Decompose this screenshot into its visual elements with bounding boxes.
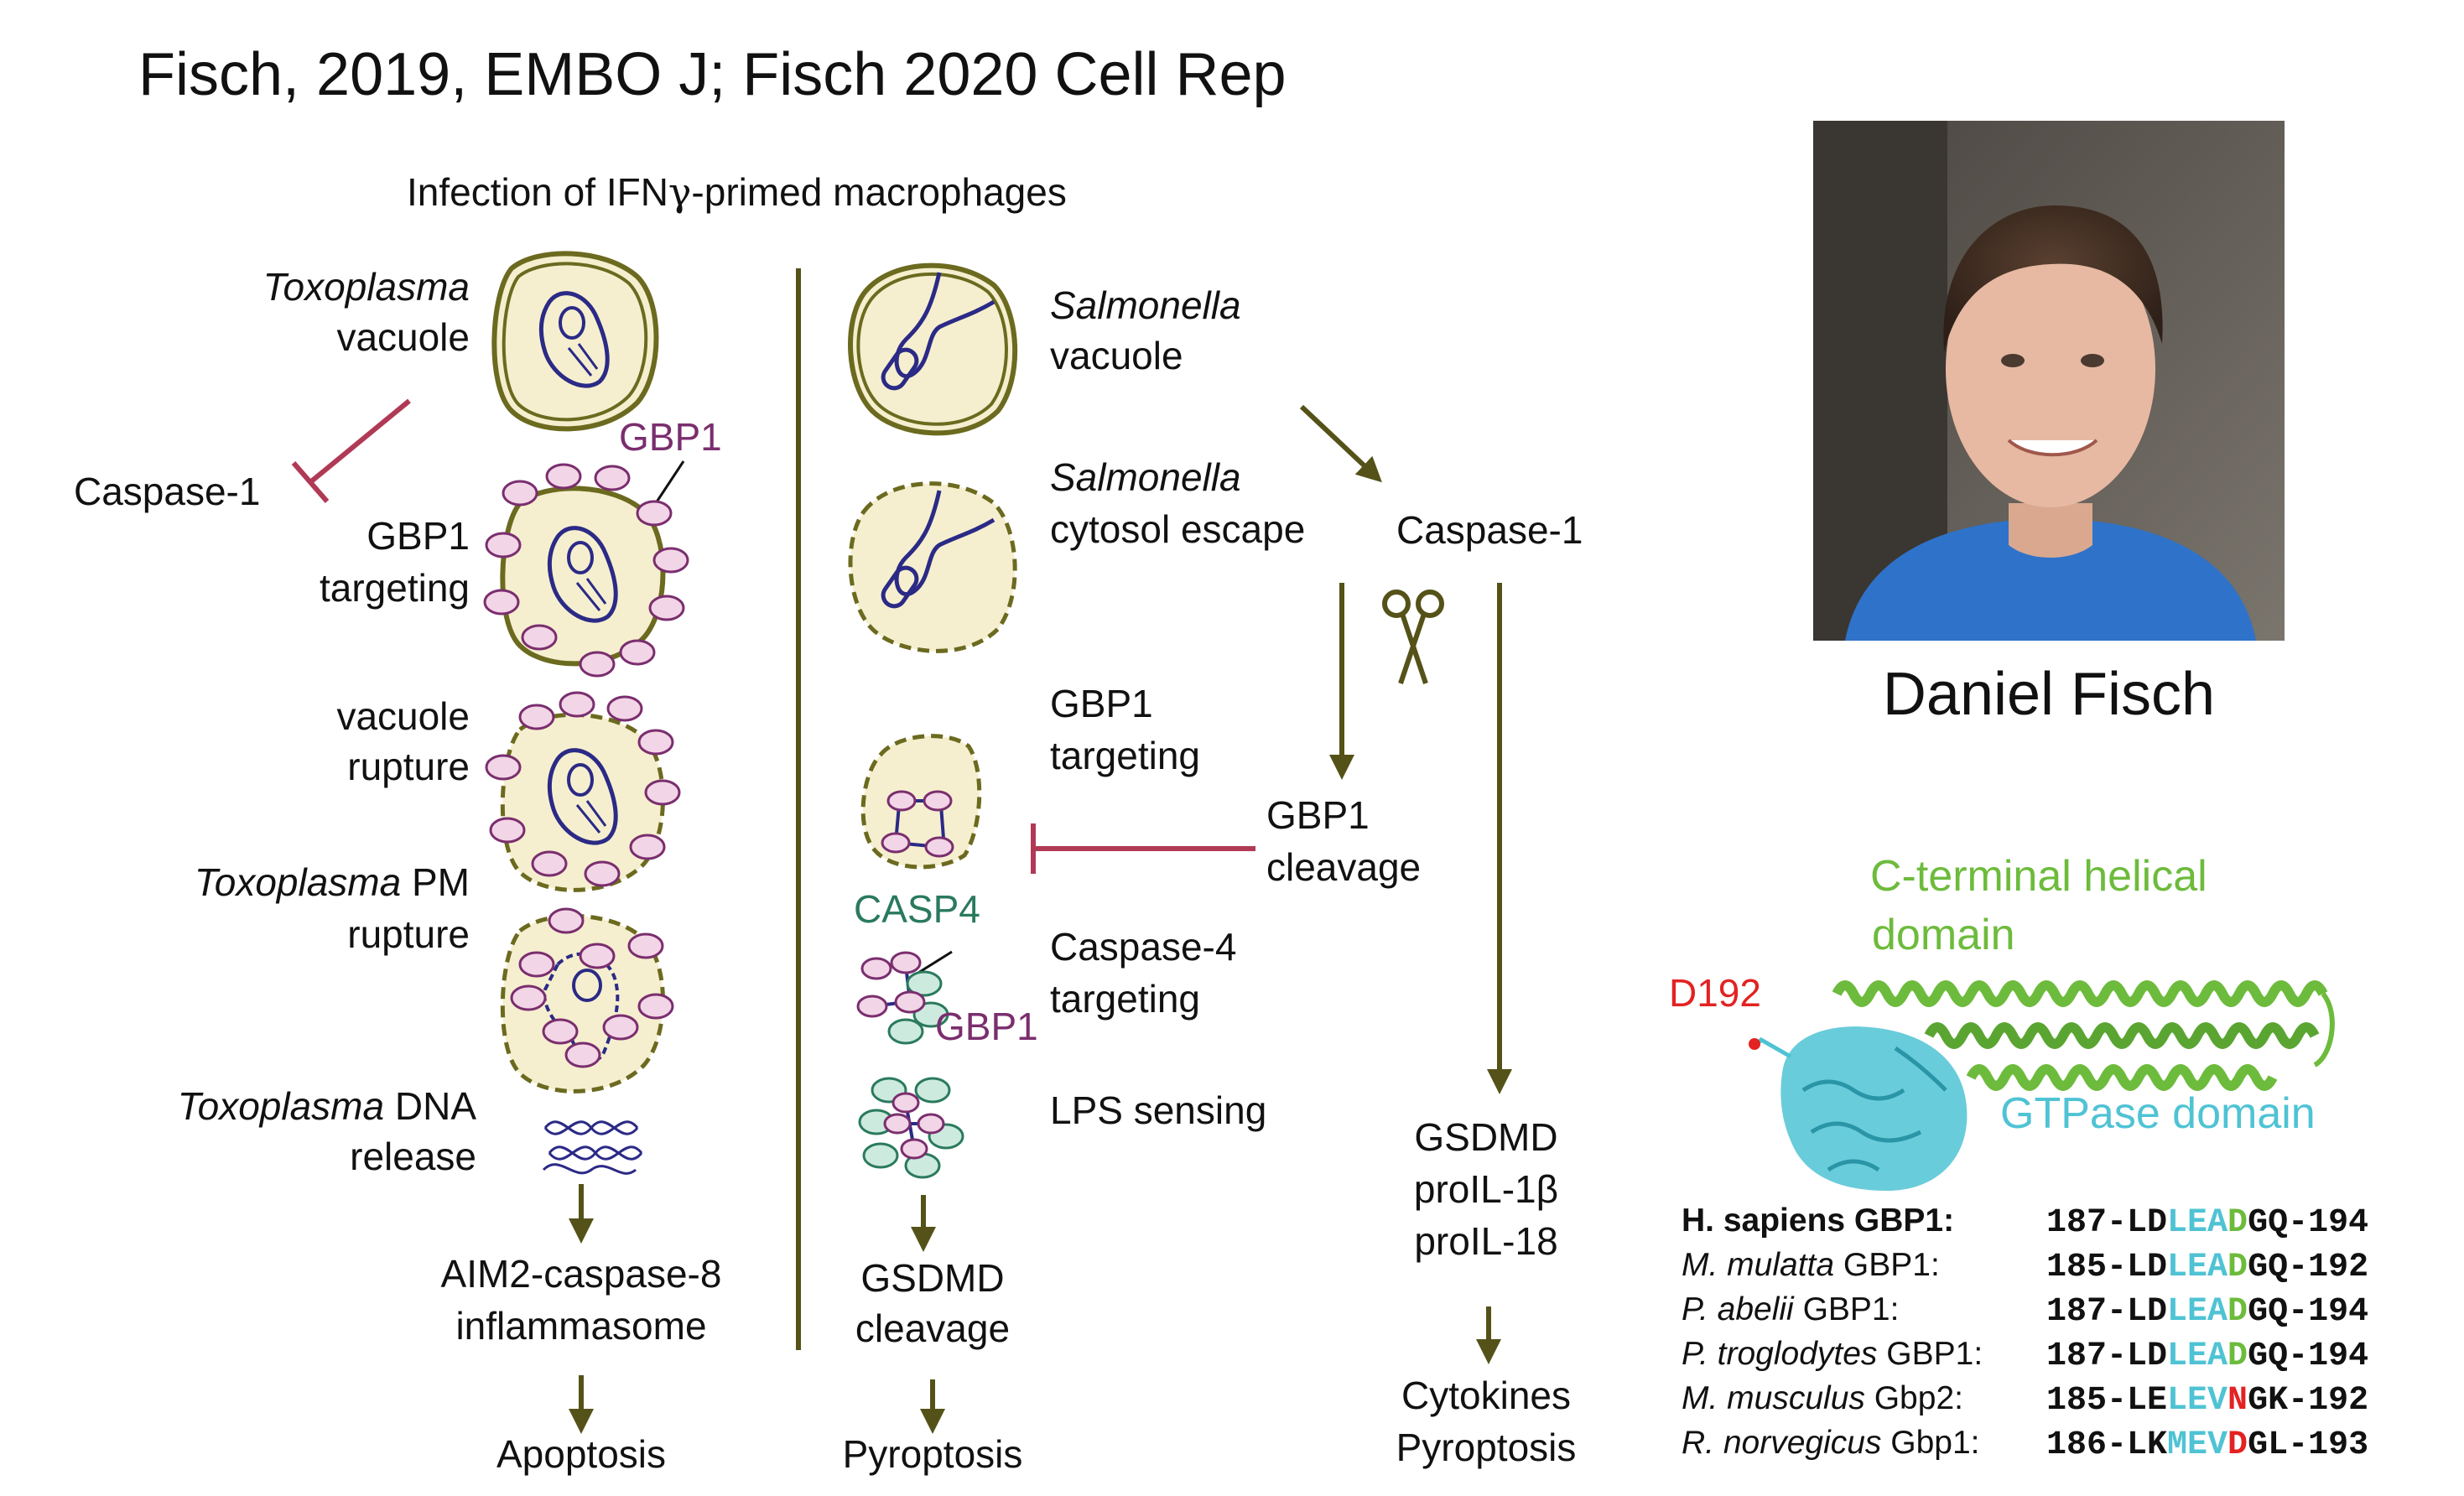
toxo-gbp1-tag: GBP1: [619, 415, 722, 459]
salm-vacuole-label-2: vacuole: [1050, 334, 1183, 377]
toxo-rupture-label: vacuole: [336, 694, 470, 738]
gbp1-cleavage-label-2: cleavage: [1266, 845, 1421, 889]
structure-d192-label: D192: [1669, 971, 1761, 1015]
salm-pyroptosis-label: Pyroptosis: [843, 1432, 1023, 1476]
salm-escape-label-2: cytosol escape: [1050, 507, 1305, 551]
alignment-species: M. musculus Gbp2:: [1682, 1380, 1963, 1416]
structure-cterm-label: C-terminal helical: [1870, 852, 2207, 901]
substrate-proil1b: proIL-1β: [1414, 1167, 1558, 1211]
toxo-dna-release-label-2: release: [350, 1135, 476, 1178]
alignment-sequence: 187-LDLEADGQ-194: [2046, 1293, 2368, 1331]
salm-casp4-tag: CASP4: [854, 887, 980, 931]
toxo-gbp1-pointer: [654, 460, 685, 504]
toxo-gbp1-targeting-label-2: targeting: [320, 566, 470, 610]
gbp1-structure-icon: [1749, 980, 2335, 1191]
substrate-gsdmd: GSDMD: [1414, 1115, 1557, 1159]
person-name: Daniel Fisch: [1883, 661, 2215, 728]
lps-sensing-complex-icon: [858, 1077, 964, 1179]
substrate-proil18: proIL-18: [1414, 1219, 1557, 1263]
toxo-gbp1-targeted-vacuole-icon: [483, 463, 689, 678]
toxo-ruptured-vacuole-icon: [485, 691, 681, 892]
salmonella-vacuole-icon: [848, 262, 1018, 436]
toxo-inhibit-line: [309, 398, 411, 485]
toxoplasma-vacuole-icon: [491, 251, 659, 432]
toxo-pm-rupture-label: Toxoplasma PM: [195, 860, 470, 904]
toxo-pm-ruptured-icon: [500, 907, 674, 1093]
alignment-sequence: 185-LDLEADGQ-192: [2046, 1249, 2368, 1286]
portrait-photo: [1813, 121, 2285, 641]
figure-subtitle: Infection of IFNγ-primed macrophages: [407, 169, 1067, 215]
toxo-caspase1-label: Caspase-1: [74, 470, 260, 513]
structure-gtpase-label: GTPase domain: [2000, 1089, 2316, 1138]
toxo-aim2-label-2: inflammasome: [455, 1304, 706, 1348]
alignment-sequence: 187-LDLEADGQ-194: [2046, 1338, 2368, 1375]
casp1-pyroptosis-label: Pyroptosis: [1396, 1426, 1577, 1469]
toxo-pm-rupture-label-2: rupture: [347, 912, 470, 956]
alignment-species: P. abelii GBP1:: [1682, 1291, 1899, 1327]
alignment-species: M. mulatta GBP1:: [1682, 1247, 1940, 1283]
gbp1-cleavage-label: GBP1: [1266, 793, 1370, 837]
salm-to-caspase1-arrow: [1299, 404, 1382, 483]
alignment-species: H. sapiens GBP1:: [1682, 1203, 1954, 1239]
salm-lps-sensing-label: LPS sensing: [1050, 1088, 1266, 1132]
salm-gbp1-targeting-label: GBP1: [1050, 682, 1153, 725]
structure-cterm-label-2: domain: [1872, 911, 2015, 959]
salm-casp4-targeting-label-2: targeting: [1050, 977, 1200, 1021]
alignment-species: R. norvegicus Gbp1:: [1682, 1425, 1980, 1461]
alignment-sequence: 187-LDLEADGQ-194: [2046, 1204, 2368, 1242]
toxo-inhibit-bar: [291, 461, 330, 503]
toxo-apoptosis-label: Apoptosis: [496, 1432, 666, 1476]
alignment-sequence: 186-LKMEVDGL-193: [2046, 1426, 2368, 1464]
salm-casp4-targeting-label: Caspase-4: [1050, 925, 1236, 969]
caspase1-label: Caspase-1: [1396, 508, 1583, 552]
salm-escape-label: Salmonella: [1050, 455, 1241, 499]
toxo-aim2-label: AIM2-caspase-8: [441, 1252, 722, 1296]
salm-gsdmd-label: GSDMD: [860, 1256, 1004, 1300]
salm-gbp1-tag: GBP1: [935, 1005, 1038, 1048]
alignment-species: P. troglodytes GBP1:: [1682, 1336, 1983, 1372]
toxo-dna-release-label: Toxoplasma DNA: [178, 1084, 477, 1128]
toxo-rupture-label-2: rupture: [347, 745, 470, 788]
toxo-vacuole-label-2: vacuole: [336, 315, 470, 359]
salm-vacuole-label: Salmonella: [1050, 283, 1241, 327]
dna-strands-icon: [542, 1120, 643, 1175]
salmonella-escape-icon: [848, 481, 1017, 653]
casp1-cytokines-label: Cytokines: [1401, 1374, 1571, 1417]
salmonella-gbp1-targeted-icon: [860, 734, 982, 870]
toxo-vacuole-label: Toxoplasma: [263, 265, 470, 309]
toxo-gbp1-targeting-label: GBP1: [366, 514, 470, 558]
salm-gbp1-targeting-label-2: targeting: [1050, 734, 1200, 777]
scissors-icon: [1382, 590, 1444, 684]
figure-title: Fisch, 2019, EMBO J; Fisch 2020 Cell Rep: [138, 41, 1287, 108]
alignment-sequence: 185-LELEVNGK-192: [2046, 1382, 2368, 1420]
salm-gsdmd-label-2: cleavage: [855, 1306, 1010, 1350]
gbp1-casp4-complex-icon: [856, 950, 953, 1045]
sequence-alignment: H. sapiens GBP1: 187-LDLEADGQ-194 M. mulat…: [1682, 1203, 2368, 1464]
